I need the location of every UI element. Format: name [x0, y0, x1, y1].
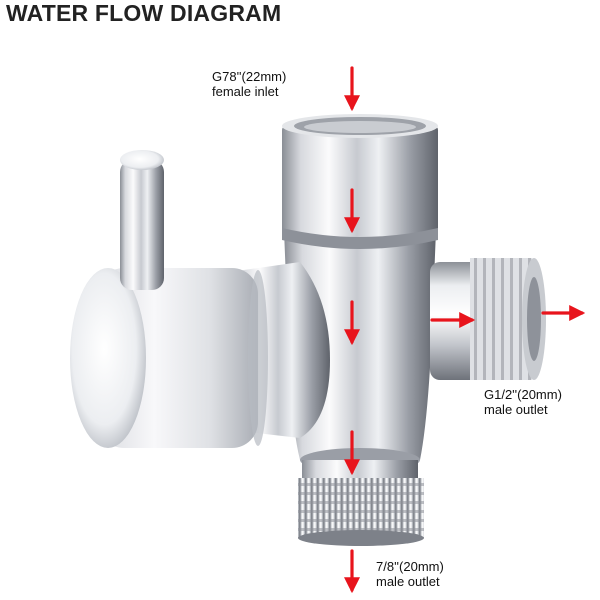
lever-handle — [120, 150, 164, 290]
side-outlet-type-text: male outlet — [484, 402, 548, 417]
inlet-size-text: G78''(22mm) — [212, 69, 287, 84]
inlet-label: G78''(22mm) female inlet — [212, 69, 286, 99]
diagram-title: WATER FLOW DIAGRAM — [6, 0, 282, 26]
bottom-outlet-type-text: male outlet — [376, 574, 440, 589]
inlet-nut — [282, 114, 438, 249]
bottom-outlet-label: 7/8''(20mm) male outlet — [376, 559, 444, 589]
valve-knob — [70, 262, 330, 448]
side-outlet-label: G1/2''(20mm) male outlet — [484, 387, 562, 417]
side-outlet-size-text: G1/2''(20mm) — [484, 387, 562, 402]
flow-arrows — [344, 66, 586, 594]
bottom-outlet-thread — [298, 460, 424, 546]
bottom-outlet-size-text: 7/8''(20mm) — [376, 559, 444, 574]
inlet-type-text: female inlet — [212, 84, 279, 99]
